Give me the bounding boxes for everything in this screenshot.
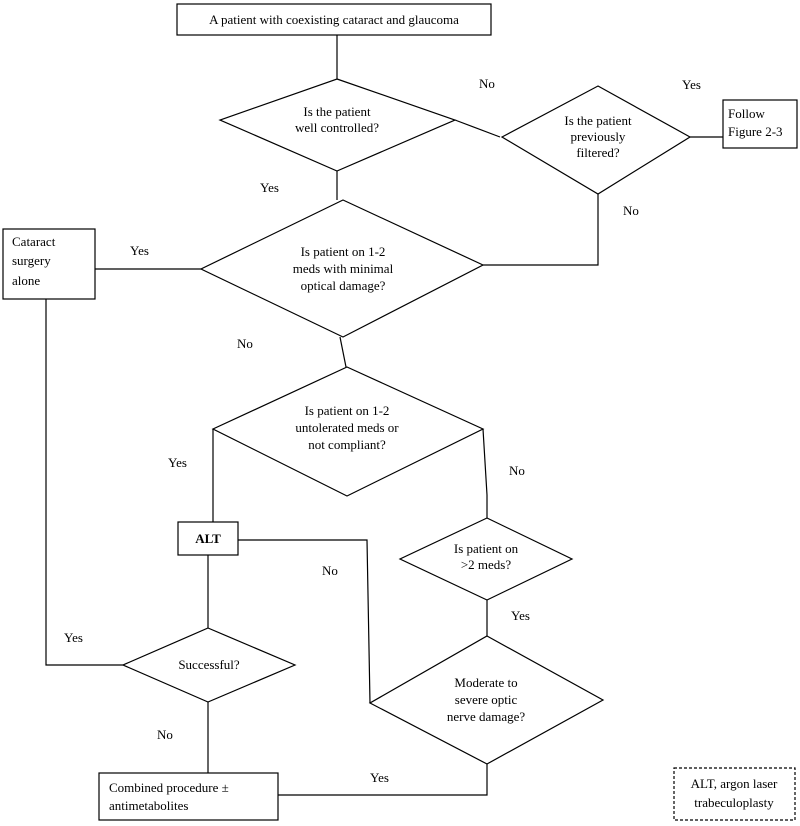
- moderate-damage-line-2: severe optic: [455, 692, 518, 707]
- label-well-controlled-no: No: [479, 76, 495, 91]
- start-text: A patient with coexisting cataract and g…: [209, 12, 459, 27]
- label-minimal-damage-no: No: [237, 336, 253, 351]
- cataract-alone-box: Cataract surgery alone: [2, 228, 96, 300]
- edge-alt-no: [238, 539, 371, 704]
- well-controlled-line-2: well controlled?: [295, 120, 379, 135]
- edge-minimal-damage-no: [339, 336, 347, 368]
- minimal-damage-decision: Is patient on 1-2 meds with minimal opti…: [199, 199, 485, 338]
- moderate-damage-decision: Moderate to severe optic nerve damage?: [368, 635, 605, 765]
- alt-box: ALT: [177, 521, 239, 556]
- successful-text: Successful?: [178, 657, 240, 672]
- label-untolerated-yes: Yes: [168, 455, 187, 470]
- follow-figure-box: Follow Figure 2-3: [722, 99, 798, 149]
- combined-line-2: antimetabolites: [109, 798, 188, 813]
- label-well-controlled-yes: Yes: [260, 180, 279, 195]
- combined-procedure-box: Combined procedure ± antimetabolites: [98, 772, 279, 821]
- legend-line-2: trabeculoplasty: [694, 795, 774, 810]
- edge-labels: No Yes No Yes Yes No Yes No No Yes Yes N…: [64, 76, 701, 785]
- follow-figure-line-1: Follow: [728, 106, 765, 121]
- well-controlled-line-1: Is the patient: [303, 104, 371, 119]
- label-successful-no: No: [157, 727, 173, 742]
- label-previously-filtered-yes: Yes: [682, 77, 701, 92]
- previously-filtered-decision: Is the patient previously filtered?: [500, 85, 692, 195]
- edge-moderate-damage-yes: [278, 764, 488, 796]
- label-moderate-damage-yes: Yes: [370, 770, 389, 785]
- label-previously-filtered-no: No: [623, 203, 639, 218]
- cataract-alone-line-1: Cataract: [12, 234, 56, 249]
- legend-line-1: ALT, argon laser: [691, 776, 778, 791]
- edge-well-controlled-no: [454, 119, 501, 138]
- follow-figure-line-2: Figure 2-3: [728, 124, 783, 139]
- edge-previously-filtered-no: [483, 194, 599, 266]
- previously-filtered-line-1: Is the patient: [564, 113, 632, 128]
- connectors: [45, 35, 723, 796]
- moderate-damage-line-3: nerve damage?: [447, 709, 526, 724]
- start-box: A patient with coexisting cataract and g…: [176, 3, 492, 36]
- untolerated-line-2: untolerated meds or: [295, 420, 399, 435]
- label-more-meds-yes: Yes: [511, 608, 530, 623]
- combined-line-1: Combined procedure ±: [109, 780, 229, 795]
- minimal-damage-line-3: optical damage?: [301, 278, 386, 293]
- more-meds-line-2: >2 meds?: [461, 557, 512, 572]
- previously-filtered-line-3: filtered?: [576, 145, 620, 160]
- more-meds-line-1: Is patient on: [454, 541, 519, 556]
- untolerated-line-3: not compliant?: [308, 437, 386, 452]
- cataract-alone-line-2: surgery: [12, 253, 51, 268]
- successful-decision: Successful?: [121, 627, 297, 703]
- edge-cataract-alone-to-successful: [45, 299, 123, 666]
- label-untolerated-no: No: [509, 463, 525, 478]
- moderate-damage-line-1: Moderate to: [454, 675, 517, 690]
- alt-text: ALT: [195, 531, 221, 546]
- cataract-alone-line-3: alone: [12, 273, 40, 288]
- minimal-damage-line-2: meds with minimal: [293, 261, 394, 276]
- untolerated-line-1: Is patient on 1-2: [305, 403, 390, 418]
- legend-box: ALT, argon laser trabeculoplasty: [673, 767, 796, 821]
- edge-untolerated-no: [482, 428, 488, 518]
- label-minimal-damage-yes: Yes: [130, 243, 149, 258]
- previously-filtered-line-2: previously: [571, 129, 626, 144]
- label-successful-yes: Yes: [64, 630, 83, 645]
- well-controlled-decision: Is the patient well controlled?: [218, 78, 457, 172]
- more-meds-decision: Is patient on >2 meds?: [398, 517, 574, 601]
- untolerated-decision: Is patient on 1-2 untolerated meds or no…: [211, 366, 485, 497]
- label-alt-no: No: [322, 563, 338, 578]
- minimal-damage-line-1: Is patient on 1-2: [301, 244, 386, 259]
